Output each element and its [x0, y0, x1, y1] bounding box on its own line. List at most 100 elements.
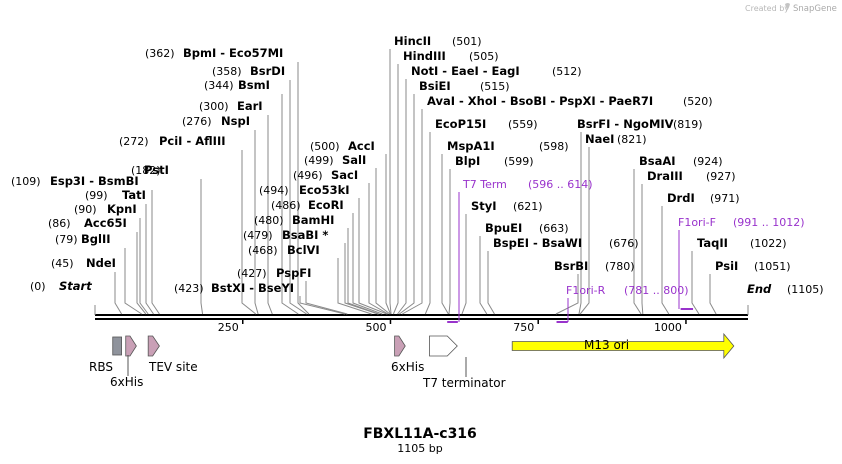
- site-name: TatI: [122, 188, 146, 202]
- site-name: BamHI: [292, 213, 334, 227]
- site-position: (500): [310, 140, 340, 153]
- site-position: (99): [85, 189, 108, 202]
- leader-line: [151, 190, 160, 315]
- site-position: (599): [504, 155, 534, 168]
- feature-arrow: [429, 335, 458, 357]
- leader-line: [385, 154, 391, 315]
- feature-label: RBS: [89, 360, 113, 374]
- site-name: EarI: [237, 99, 263, 113]
- site-position: (0): [30, 280, 46, 293]
- site-name: Esp3I - BsmBI: [50, 174, 139, 188]
- leader-line: [389, 49, 392, 315]
- leader-line: [344, 243, 379, 315]
- site-position: (971): [710, 192, 740, 205]
- site-position: (272): [119, 135, 149, 148]
- snapgene-logo-icon: [785, 3, 790, 10]
- leader-line: [136, 232, 147, 315]
- site-name: MspA1I: [447, 139, 495, 153]
- site-position: (1022): [750, 237, 787, 250]
- feature-rbs: [112, 336, 122, 356]
- credit-brand: SnapGene: [793, 4, 837, 14]
- site-position: (494): [259, 184, 289, 197]
- leader-line: [267, 115, 273, 315]
- site-name: BsrDI: [250, 64, 285, 78]
- site-position: (86): [48, 217, 71, 230]
- site-position: (501): [452, 35, 482, 48]
- site-name: BsmI: [238, 78, 270, 92]
- site-position: (927): [706, 170, 736, 183]
- primer-name: T7 Term: [462, 178, 507, 191]
- feature-label: 6xHis: [110, 375, 143, 389]
- site-name: DrdI: [667, 191, 695, 205]
- map-title: FBXL11A-c316: [363, 426, 477, 442]
- tick-label: 750: [513, 321, 534, 334]
- site-name: BlpI: [455, 154, 480, 168]
- leader-line: [139, 218, 149, 315]
- site-position: (300): [199, 100, 229, 113]
- leader-line: [461, 214, 467, 315]
- leader-line: [114, 272, 123, 315]
- credit-prefix: Created by: [745, 4, 789, 13]
- site-name: PsiI: [715, 259, 738, 273]
- leader-line: [397, 79, 407, 315]
- site-position: (468): [248, 244, 278, 257]
- site-position: (362): [145, 47, 175, 60]
- leader-line: [297, 62, 310, 315]
- site-name: DraIII: [647, 169, 683, 183]
- site-name: EcoP15I: [435, 117, 486, 131]
- leader-line: [661, 206, 670, 315]
- leader-lines: [94, 49, 749, 315]
- site-position: (821): [617, 133, 647, 146]
- site-position: (90): [74, 203, 97, 216]
- site-position: (344): [204, 79, 234, 92]
- site-name: PciI - AflIII: [159, 134, 226, 148]
- site-name: BsaBI *: [282, 228, 328, 242]
- leader-line: [145, 204, 154, 315]
- site-position: (819): [673, 118, 703, 131]
- tick-label: 1000: [654, 321, 682, 334]
- leader-line: [289, 80, 307, 315]
- site-position: (496): [293, 169, 323, 182]
- leader-line: [402, 109, 423, 315]
- site-name: AvaI - XhoI - BsoBI - PspXI - PaeR7I: [427, 94, 653, 108]
- leader-line: [241, 150, 257, 315]
- site-name: Start: [59, 279, 92, 293]
- feature-arrow: [394, 335, 406, 357]
- site-position: (499): [304, 154, 334, 167]
- site-name: EcoRI: [308, 198, 344, 212]
- site-name: AccI: [348, 139, 375, 153]
- feature-arrow: [511, 332, 735, 360]
- site-position: (1051): [754, 260, 791, 273]
- leader-line: [352, 213, 383, 315]
- feature-label: TEV site: [148, 360, 198, 374]
- site-name: BsiEI: [419, 79, 451, 93]
- leader-line: [305, 281, 348, 315]
- leader-line: [441, 154, 449, 315]
- site-name: SacI: [331, 168, 358, 182]
- leader-line: [579, 147, 590, 315]
- site-position: (598): [539, 140, 569, 153]
- site-name: PstI: [144, 163, 169, 177]
- site-name: SalI: [342, 153, 366, 167]
- primer-range: (781 .. 800): [624, 284, 689, 297]
- site-position: (79): [55, 233, 78, 246]
- feature-arrow: [147, 335, 160, 357]
- site-name: KpnI: [107, 202, 137, 216]
- site-name: StyI: [471, 199, 497, 213]
- site-position: (276): [182, 115, 212, 128]
- site-name: BspEI - BsaWI: [493, 236, 582, 250]
- site-position: (45): [51, 257, 74, 270]
- site-name: HindIII: [403, 49, 446, 63]
- site-name: Acc65I: [84, 216, 127, 230]
- site-name: Eco53kI: [299, 183, 350, 197]
- feature-label: M13 ori: [584, 338, 629, 352]
- site-position: (663): [539, 222, 569, 235]
- site-position: (924): [693, 155, 723, 168]
- leader-line: [392, 64, 399, 315]
- leader-line: [641, 184, 644, 315]
- leader-line: [399, 94, 415, 315]
- leader-line: [337, 258, 372, 315]
- leader-line: [124, 248, 142, 315]
